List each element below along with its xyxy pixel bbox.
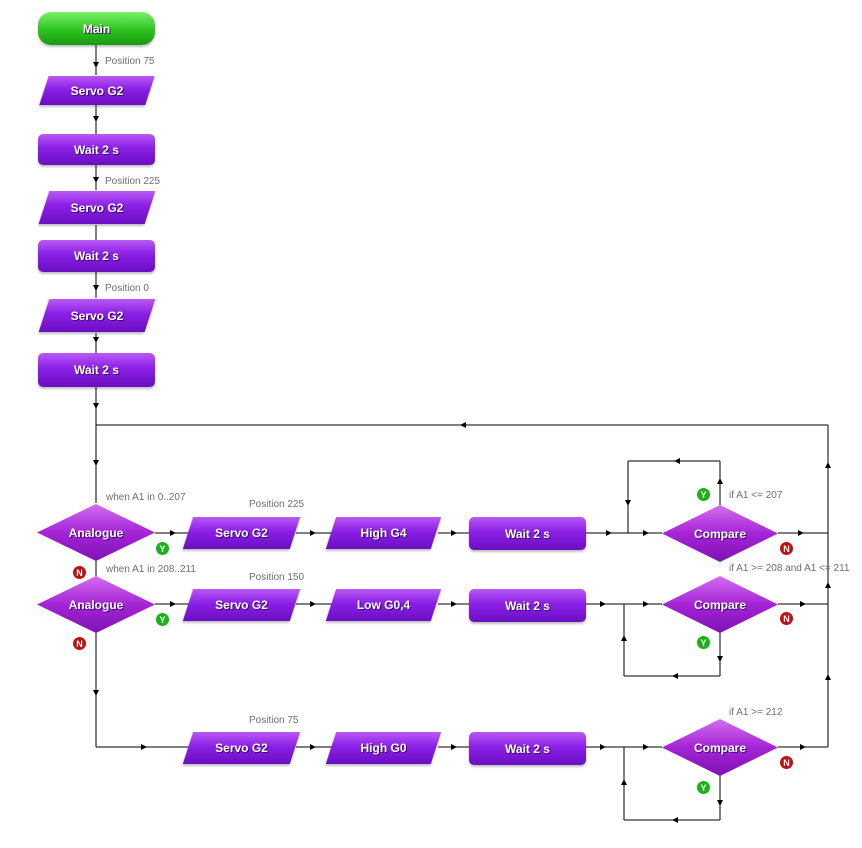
analogue-decision-1[interactable]: Analogue <box>37 504 155 561</box>
row1-servo-block[interactable]: Servo G2 <box>182 517 301 549</box>
wait-block-3[interactable]: Wait 2 s <box>38 353 155 387</box>
compare-3-note: if A1 >= 212 <box>729 707 783 718</box>
servo-block-3[interactable]: Servo G2 <box>38 299 156 332</box>
servo-2-note: Position 225 <box>105 176 161 187</box>
row1-wait-block-label: Wait 2 s <box>505 526 550 541</box>
row3-servo-block[interactable]: Servo G2 <box>182 732 301 764</box>
compare-2-note: if A1 >= 208 and A1 <= 211 <box>729 563 850 574</box>
compare-1-no-badge: N <box>780 542 793 555</box>
analogue-1-yes-badge: Y <box>156 542 169 555</box>
servo-block-3-label: Servo G2 <box>70 308 124 323</box>
servo-block-1-label: Servo G2 <box>70 83 124 98</box>
compare-decision-1[interactable]: Compare <box>662 505 778 562</box>
servo-block-1[interactable]: Servo G2 <box>39 76 155 105</box>
row3-servo-block-label: Servo G2 <box>215 741 268 755</box>
servo-block-2[interactable]: Servo G2 <box>38 191 156 224</box>
row1-wait-block[interactable]: Wait 2 s <box>469 517 586 550</box>
row2-servo-note: Position 150 <box>249 572 305 583</box>
wait-block-3-label: Wait 2 s <box>74 363 119 377</box>
wait-block-1[interactable]: Wait 2 s <box>38 134 155 165</box>
row3-output-block[interactable]: High G0 <box>325 732 442 764</box>
row3-wait-block-label: Wait 2 s <box>505 741 550 756</box>
wait-block-1-label: Wait 2 s <box>74 142 119 157</box>
compare-decision-3[interactable]: Compare <box>662 719 778 776</box>
compare-3-no-badge: N <box>780 756 793 769</box>
compare-decision-2-label: Compare <box>693 597 746 612</box>
analogue-1-no-badge: N <box>73 566 86 579</box>
wait-block-2-label: Wait 2 s <box>74 249 119 263</box>
row3-output-block-label: High G0 <box>360 741 407 755</box>
analogue-1-note: when A1 in 0..207 <box>106 492 186 503</box>
compare-2-no-badge: N <box>780 612 793 625</box>
compare-1-yes-badge: Y <box>697 488 710 501</box>
main-start-label: Main <box>82 21 111 36</box>
servo-1-note: Position 75 <box>105 56 155 67</box>
analogue-decision-2[interactable]: Analogue <box>37 576 155 633</box>
row1-output-block-label: High G4 <box>360 526 407 540</box>
row2-output-block-label: Low G0,4 <box>356 598 411 612</box>
compare-1-note: if A1 <= 207 <box>729 490 783 501</box>
row2-wait-block[interactable]: Wait 2 s <box>469 589 586 622</box>
row2-servo-block[interactable]: Servo G2 <box>182 589 301 621</box>
analogue-2-yes-badge: Y <box>156 613 169 626</box>
analogue-2-no-badge: N <box>73 637 86 650</box>
row2-wait-block-label: Wait 2 s <box>505 598 550 613</box>
row1-output-block[interactable]: High G4 <box>325 517 442 549</box>
row2-output-block[interactable]: Low G0,4 <box>325 589 442 621</box>
row3-wait-block[interactable]: Wait 2 s <box>469 732 586 765</box>
row3-servo-note: Position 75 <box>249 715 299 726</box>
compare-decision-1-label: Compare <box>693 526 746 541</box>
compare-decision-2[interactable]: Compare <box>662 576 778 633</box>
servo-3-note: Position 0 <box>105 283 149 294</box>
compare-3-yes-badge: Y <box>697 781 710 794</box>
row2-servo-block-label: Servo G2 <box>215 598 268 612</box>
main-start-block[interactable]: Main <box>38 12 155 45</box>
row1-servo-block-label: Servo G2 <box>215 526 268 540</box>
analogue-decision-2-label: Analogue <box>68 597 124 612</box>
analogue-decision-1-label: Analogue <box>68 525 124 540</box>
compare-decision-3-label: Compare <box>693 740 746 755</box>
analogue-2-note: when A1 in 208..211 <box>106 564 196 575</box>
wait-block-2[interactable]: Wait 2 s <box>38 240 155 272</box>
servo-block-2-label: Servo G2 <box>70 200 124 215</box>
compare-2-yes-badge: Y <box>697 636 710 649</box>
row1-servo-note: Position 225 <box>249 499 305 510</box>
